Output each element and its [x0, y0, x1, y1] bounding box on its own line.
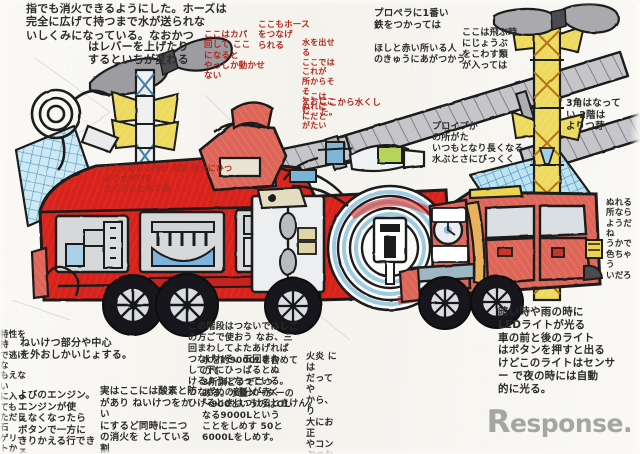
- paper-edge-top: [0, 0, 640, 5]
- note-led: 暗い時や雨の時に LEDライトが光る 車の前と後のライト はボタンを押すと出る …: [498, 306, 616, 395]
- wheels: [102, 273, 524, 337]
- note-top-left-2: はレバーを上げたり するといちが変わる: [88, 40, 189, 67]
- paper-edge-bottom: [0, 448, 640, 454]
- note-jet: プロイプか の所がた いつもとなり長くなる 水ぶとさにびっくく: [432, 122, 524, 165]
- note-hood: いえておける所が 消防 消火にひつ よう水がりを たくさんためで海: [104, 164, 233, 193]
- note-red-c: 水を出せる ここでは これが 所からそそ をおしこむ: [302, 38, 335, 116]
- paper-edge-right: [630, 0, 640, 454]
- note-right-edge: ぬれる 所なら ようだね うかで 色ちゃう いだろ: [606, 198, 633, 281]
- note-mid-low: 実はここには酸素と防 があり ねいけつをかい にするど同時にニつ の消火を とし…: [100, 386, 198, 454]
- response-watermark: Response.: [486, 404, 633, 440]
- note-top-left: 指でも消火できるようにした。ホーズは 完全に広げて持つまで水が送られな いしくみ…: [26, 2, 227, 42]
- note-water-capacity: 水を約9000Lを含めて のて 3所旗どうでニつ ある。水量メーターの 〜900…: [202, 356, 299, 443]
- note-propeller: プロペラに1番い 鉄をつかっては: [374, 8, 449, 31]
- front-nose-assembly: [398, 198, 476, 304]
- note-left-mid: ねいけつ部分や中心 を外おしかいじょする。: [20, 338, 133, 362]
- watermark-r: R: [486, 404, 511, 440]
- watermark-text: esponse.: [509, 409, 633, 438]
- coiled-hose-left: [30, 88, 120, 171]
- note-ladder-usage-visible: この階段はつないではしご の方ごで使おう なお、三 回まわしてよたあげれば つな…: [188, 322, 317, 409]
- note-flight: ここは飛ぶ時 にじょうぶ をこわす類 が入っては: [462, 28, 518, 71]
- truck-cab: [450, 184, 604, 296]
- note-red-d: ここは ぬれに にだと がたい: [302, 92, 327, 131]
- hose-nozzle: [282, 144, 426, 183]
- note-tower: 3角はなって い 2階は よりつ芽: [566, 98, 621, 133]
- locker-contents: [65, 215, 297, 269]
- note-red-e: ここから水くした。: [320, 98, 381, 119]
- articulated-arm: [198, 101, 288, 192]
- note-propeller-2: ほしと赤い所いる人 のきゅうにあがつかう: [374, 44, 466, 65]
- note-red-b: ここもホース をつなげ られる: [258, 20, 310, 51]
- pump-control-panel: [250, 186, 326, 294]
- paper-edge-left: [0, 0, 6, 454]
- lattice-tower-left: [110, 68, 180, 174]
- note-red-a: ここはカパ 回して ここ になると やっしか動かせない: [204, 30, 265, 82]
